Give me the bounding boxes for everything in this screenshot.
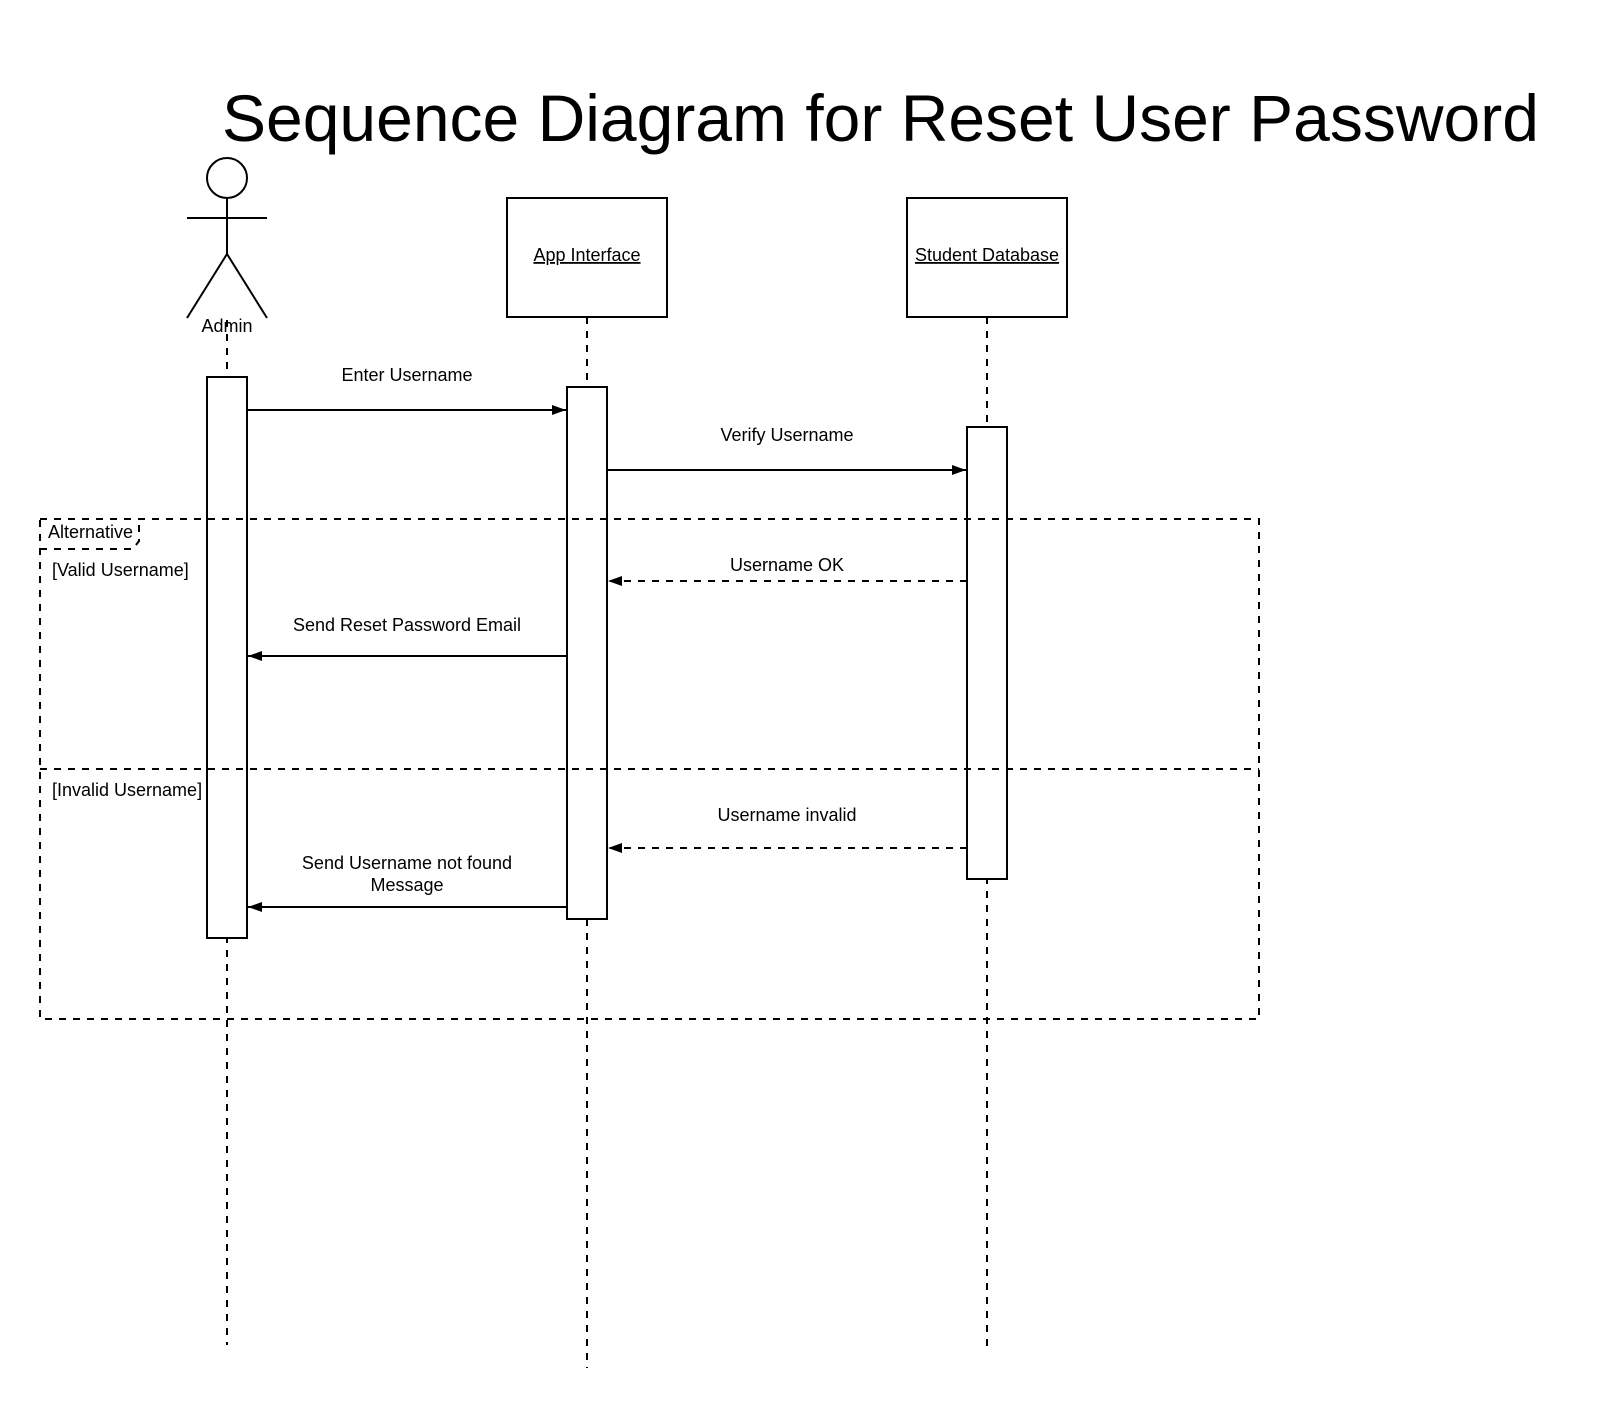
student-database-activation-bar xyxy=(966,426,1008,880)
guard-valid-username: [Valid Username] xyxy=(52,560,189,580)
enter-username-message: Enter Username xyxy=(341,365,472,385)
send-not-found-message-line2: Message xyxy=(370,875,443,895)
guard-invalid-username: [Invalid Username] xyxy=(52,780,202,800)
alternative-fragment xyxy=(39,518,1260,1020)
username-ok-message: Username OK xyxy=(730,555,844,575)
app-interface-box xyxy=(506,197,668,318)
verify-username-message: Verify Username xyxy=(720,425,853,445)
admin-activation-bar xyxy=(206,376,248,939)
diagram-title: Sequence Diagram for Reset User Password xyxy=(222,81,1539,155)
send-reset-email-message: Send Reset Password Email xyxy=(293,615,521,635)
student-database-label: Student Database xyxy=(915,245,1059,265)
app-interface-label: App Interface xyxy=(533,245,640,265)
student-database-box xyxy=(906,197,1068,318)
admin-actor-label: Admin xyxy=(201,316,252,336)
alternative-fragment-operator: Alternative xyxy=(48,522,133,542)
username-invalid-message: Username invalid xyxy=(717,805,856,825)
app-interface-activation-bar xyxy=(566,386,608,920)
send-not-found-message-line1: Send Username not found xyxy=(302,853,512,873)
alternative-fragment-tab xyxy=(40,519,140,550)
admin-actor-icon xyxy=(186,157,268,319)
